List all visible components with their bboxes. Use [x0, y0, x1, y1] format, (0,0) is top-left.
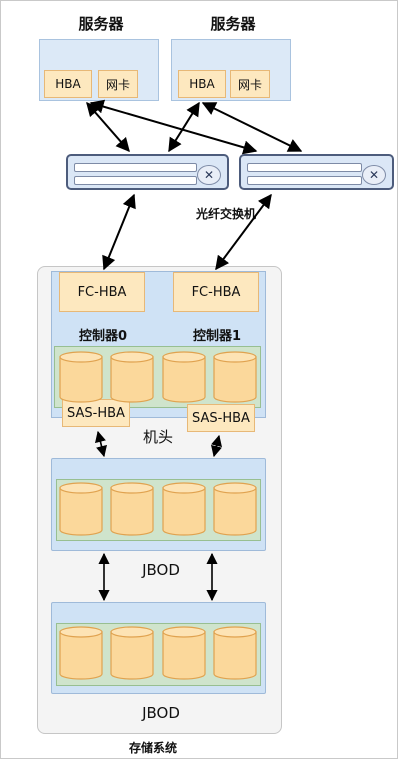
jbod-1-disk-4 [213, 482, 257, 536]
jbod-2-disk-3 [162, 626, 206, 680]
switch-2-port-row-top [247, 163, 362, 172]
link-switch1-fchba0 [102, 193, 136, 271]
server-2: HBA 网卡 [171, 39, 291, 101]
link-server1-switch1 [86, 101, 130, 153]
head-disk-1 [59, 351, 103, 403]
switch-2-port-row-bottom [247, 176, 362, 185]
server-1-nic: 网卡 [98, 70, 138, 98]
jbod-1-disk-3 [162, 482, 206, 536]
switch-1-crossed-arrows-icon: ✕ [197, 165, 221, 185]
jbod-2-label: JBOD [142, 704, 180, 722]
head-disk-3 [162, 351, 206, 403]
controller-0-label: 控制器0 [78, 329, 128, 344]
switch-1-port-row-bottom [74, 176, 197, 185]
fibre-switch-1: ✕ [66, 154, 229, 190]
fc-hba-1: FC-HBA [173, 272, 259, 312]
server-2-hba: HBA [178, 70, 226, 98]
head-disk-4 [213, 351, 257, 403]
sas-hba-1: SAS-HBA [187, 404, 255, 432]
jbod-1-disk-2 [110, 482, 154, 536]
server-2-title: 服务器 [210, 15, 256, 33]
fibre-switch-2: ✕ [239, 154, 394, 190]
link-sashba1-jbod1 [211, 434, 222, 458]
jbod-1-disk-1 [59, 482, 103, 536]
link-server2-switch1 [168, 101, 200, 153]
disk-layer [59, 351, 257, 680]
jbod-1-label: JBOD [142, 561, 180, 579]
controller-1-label: 控制器1 [192, 329, 242, 344]
server-1: HBA 网卡 [39, 39, 159, 101]
server-1-title: 服务器 [78, 15, 124, 33]
link-switch2-fchba1 [215, 193, 272, 271]
switch-2-crossed-arrows-icon: ✕ [362, 165, 386, 185]
link-sashba0-jbod1 [95, 430, 107, 458]
jbod-2-disk-2 [110, 626, 154, 680]
head-label: 机头 [142, 428, 173, 446]
server-1-hba: HBA [44, 70, 92, 98]
switch-1-port-row-top [74, 163, 197, 172]
link-server2-switch2 [201, 102, 303, 152]
fc-hba-0: FC-HBA [59, 272, 145, 312]
sas-hba-0: SAS-HBA [62, 399, 130, 427]
head-disk-2 [110, 351, 154, 403]
server-2-nic: 网卡 [230, 70, 270, 98]
storage-system-label: 存储系统 [128, 741, 177, 755]
jbod-2-disk-1 [59, 626, 103, 680]
jbod-2-disk-4 [213, 626, 257, 680]
